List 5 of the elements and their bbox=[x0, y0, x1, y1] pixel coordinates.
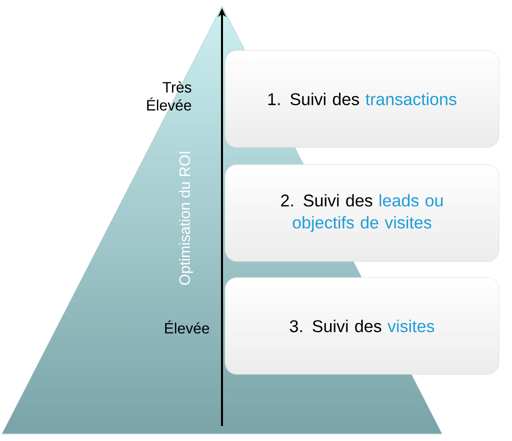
axis-label: Élevée bbox=[165, 320, 210, 334]
text-box: 3. Suivi des visites bbox=[224, 277, 500, 375]
axis-label: Très Élevée bbox=[147, 81, 192, 111]
text-box: 2. Suivi des leads ou objectifs de visites bbox=[224, 164, 500, 262]
text-box: 1. Suivi des transactions bbox=[224, 50, 500, 148]
